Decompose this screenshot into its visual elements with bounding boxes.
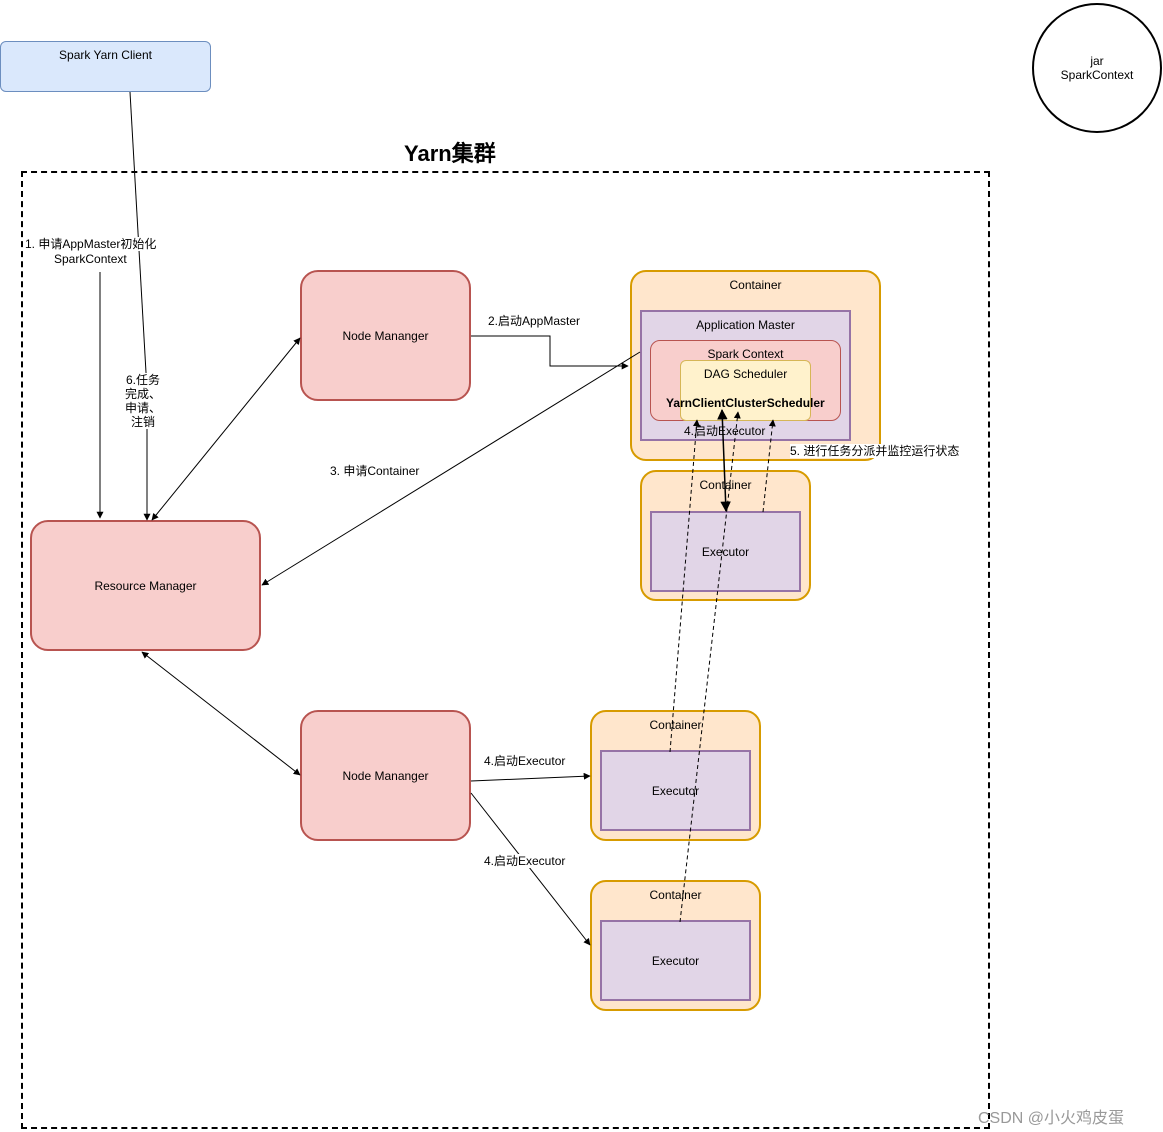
executor-container-1-label: Container <box>699 478 752 492</box>
cluster-title: Yarn集群 <box>404 141 496 166</box>
spark-yarn-client-node[interactable]: Spark Yarn Client <box>0 41 211 92</box>
executor-container-3-label: Container <box>649 888 702 902</box>
executor-container-2-label: Container <box>649 718 702 732</box>
jar-sparkcontext-node[interactable]: jar SparkContext <box>1032 3 1162 133</box>
step1-label-line1: 1. 申请AppMaster初始化 <box>25 237 157 251</box>
step4-top-label: 4.启动Executor <box>684 424 766 438</box>
resource-manager-label: Resource Manager <box>94 578 197 593</box>
client-label: Spark Yarn Client <box>59 48 152 62</box>
executor-1[interactable]: Executor <box>650 511 801 592</box>
step6-label: 6.任务 完成、 申请、 注销 <box>125 373 162 429</box>
step1-label-line2: SparkContext <box>54 252 127 266</box>
yarn-scheduler-label: YarnClientClusterScheduler <box>666 396 825 410</box>
node-manager-top-node[interactable]: Node Mananger <box>300 270 471 401</box>
executor-1-label: Executor <box>701 544 750 559</box>
yarn-cluster-boundary <box>21 171 990 1129</box>
executor-3[interactable]: Executor <box>600 920 751 1001</box>
resource-manager-node[interactable]: Resource Manager <box>30 520 261 651</box>
step3-label: 3. 申请Container <box>330 464 420 478</box>
watermark: CSDN @小火鸡皮蛋 <box>978 1110 1125 1127</box>
executor-2[interactable]: Executor <box>600 750 751 831</box>
jar-sparkcontext-label: SparkContext <box>1060 68 1134 82</box>
node-manager-top-label: Node Mananger <box>342 328 429 343</box>
executor-2-label: Executor <box>651 783 700 798</box>
step4-mid-label: 4.启动Executor <box>484 754 566 768</box>
spark-context-label: Spark Context <box>707 347 784 361</box>
appmaster-container-label: Container <box>729 278 782 292</box>
jar-label: jar <box>1090 54 1104 68</box>
step4-bottom-label: 4.启动Executor <box>484 854 566 868</box>
node-manager-bottom-node[interactable]: Node Mananger <box>300 710 471 841</box>
node-manager-bottom-label: Node Mananger <box>342 768 429 783</box>
dag-scheduler-label: DAG Scheduler <box>703 367 788 381</box>
application-master-label: Application Master <box>696 318 795 332</box>
step2-label: 2.启动AppMaster <box>488 314 581 328</box>
step5-label: 5. 进行任务分派并监控运行状态 <box>790 444 960 458</box>
executor-3-label: Executor <box>651 953 700 968</box>
dag-scheduler[interactable]: DAG Scheduler <box>680 360 811 421</box>
